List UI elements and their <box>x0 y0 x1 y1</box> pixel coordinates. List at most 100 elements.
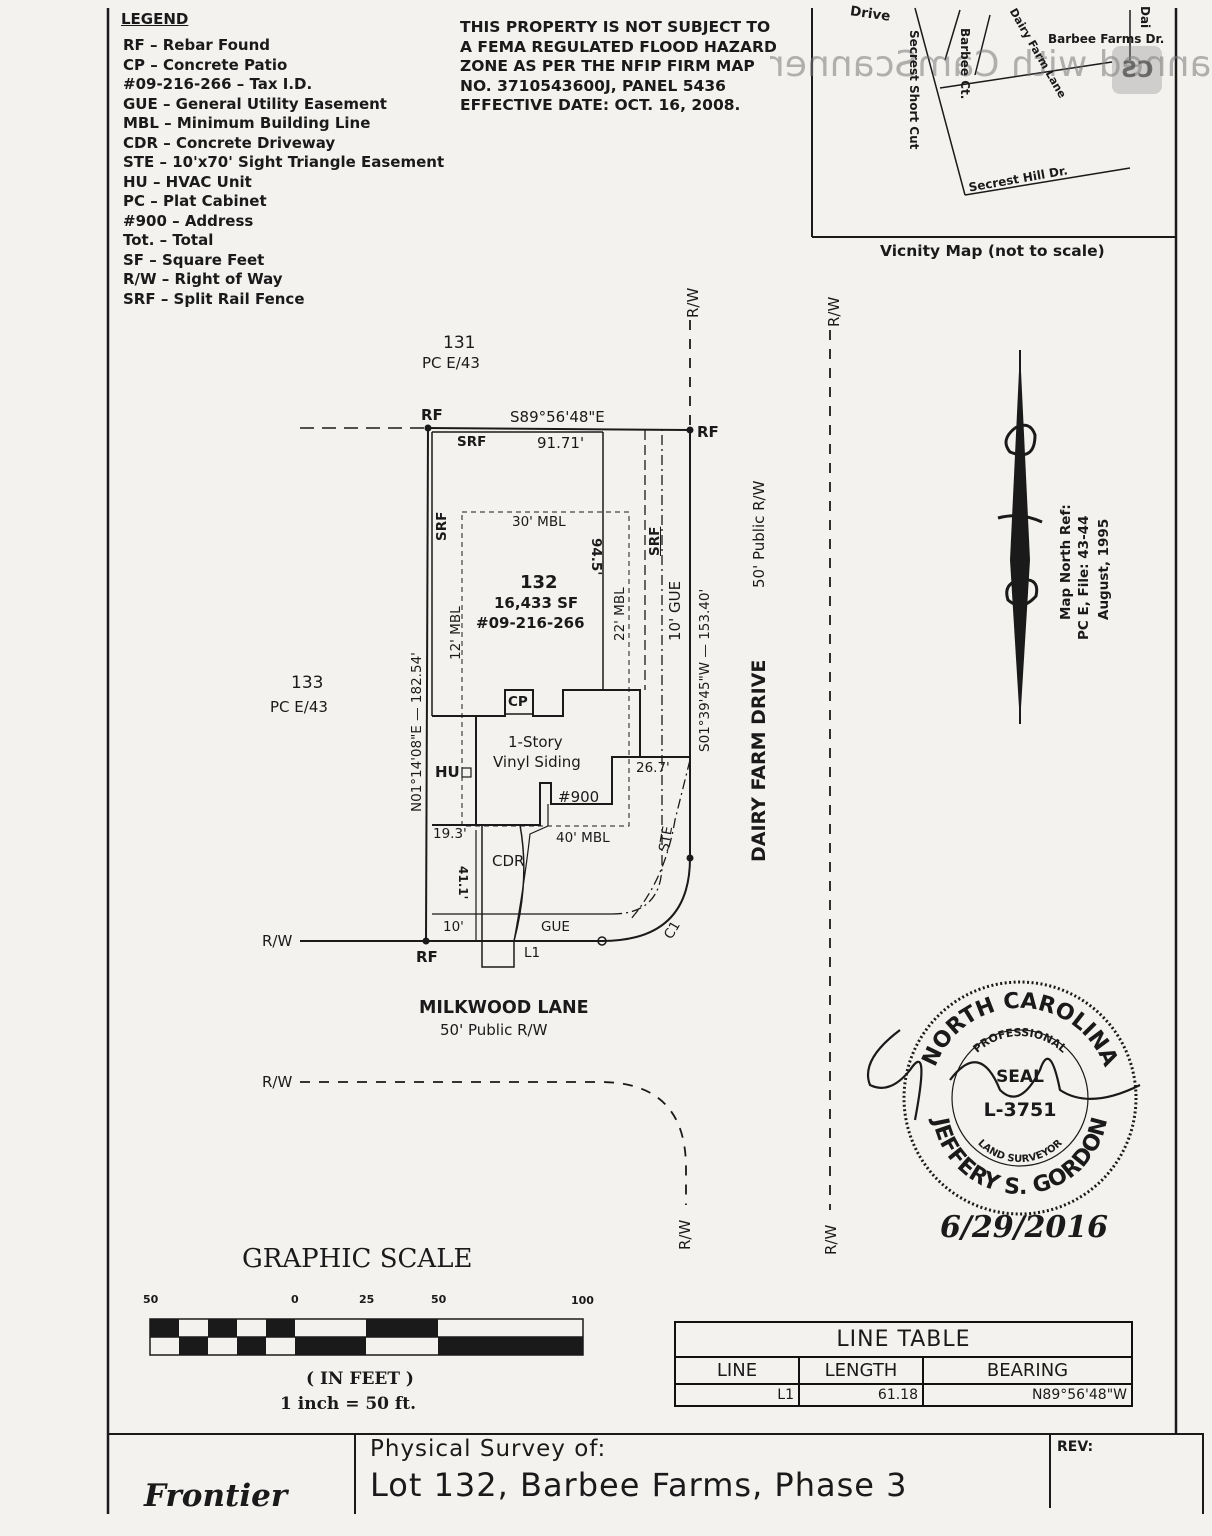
legend-title: LEGEND <box>121 10 189 28</box>
right-of-way-label: R/W <box>262 1073 293 1091</box>
street-rw-east: 50' Public R/W <box>750 480 768 588</box>
mbl-40-label: 40' MBL <box>556 830 610 846</box>
rebar-found-sw: RF <box>416 948 438 966</box>
vicinity-map <box>811 7 1176 238</box>
house-footprint <box>432 689 690 826</box>
graphic-scale-bar <box>149 1318 584 1356</box>
legend-item: GUE – General Utility Easement <box>123 94 387 113</box>
legend-item: SF – Square Feet <box>123 250 265 269</box>
scale-tick: 50 <box>431 1293 447 1306</box>
survey-type-label: Physical Survey of: <box>370 1436 607 1462</box>
right-of-way-label: R/W <box>822 1224 840 1255</box>
north-arrow <box>997 350 1043 724</box>
surveyor-signature <box>866 1029 1141 1121</box>
svg-text:LAND SURVEYOR: LAND SURVEYOR <box>975 1138 1064 1165</box>
flood-note-line: ZONE AS PER THE NFIP FIRM MAP <box>460 57 755 75</box>
legend-item: #900 – Address <box>123 211 254 230</box>
surveyor-seal: NORTH CAROLINA JEFFERY S. GORDON PROFESS… <box>902 980 1138 1216</box>
scale-tick: 25 <box>359 1293 375 1306</box>
mbl-22-label: 22' MBL <box>612 587 628 641</box>
vicinity-map-caption: Vicnity Map (not to scale) <box>880 242 1105 260</box>
right-of-way-label: R/W <box>684 287 702 318</box>
gue-south-label: GUE <box>541 919 570 935</box>
revision-label: REV: <box>1057 1439 1094 1455</box>
address-label: #900 <box>558 788 600 806</box>
legend-item: SRF – Split Rail Fence <box>123 289 305 308</box>
dimension-label: 26.7' <box>636 760 670 776</box>
scale-tick: 0 <box>291 1293 299 1306</box>
street-name-south: MILKWOOD LANE <box>419 998 589 1018</box>
lot-area: 16,433 SF <box>494 594 579 612</box>
scale-units: ( IN FEET ) <box>306 1369 414 1389</box>
flood-note-line: NO. 3710543600J, PANEL 5436 <box>460 76 726 95</box>
rebar-found-ne: RF <box>697 423 719 441</box>
line-table-cell: 61.18 <box>798 1383 924 1407</box>
split-rail-fence-label: SRF <box>434 511 450 541</box>
lot-131-plat: PC E/43 <box>422 354 480 372</box>
camscanner-logo-icon: CS <box>1112 46 1162 94</box>
street-name-east: DAIRY FARM DRIVE <box>748 659 770 862</box>
legend-item: STE – 10'x70' Sight Triangle Easement <box>123 153 445 171</box>
flood-note-line: A FEMA REGULATED FLOOD HAZARD <box>460 37 777 56</box>
split-rail-fence-label: SRF <box>457 434 487 450</box>
legend-item: HU – HVAC Unit <box>123 172 252 191</box>
right-of-way-label: R/W <box>676 1219 694 1250</box>
line-table-cell: L1 <box>674 1383 800 1407</box>
east-line-call: S01°39'45"W — 153.40' <box>697 588 713 752</box>
north-line-bearing: S89°56'48"E <box>510 408 605 426</box>
hvac-unit-label: HU <box>435 763 460 781</box>
flood-note: THIS PROPERTY IS NOT SUBJECT TO A FEMA R… <box>460 18 777 116</box>
vicinity-road-label: Dai <box>1138 6 1152 29</box>
lot-131-number: 131 <box>443 333 476 353</box>
legend-item: Tot. – Total <box>123 231 214 249</box>
line-label: L1 <box>524 945 541 961</box>
concrete-patio-label: CP <box>508 694 528 710</box>
house-label: 1-Story <box>508 733 563 751</box>
gue-east-label: 10' GUE <box>666 580 684 641</box>
mbl-12-label: 12' MBL <box>448 606 464 660</box>
dimension-label: 19.3' <box>433 826 467 842</box>
legend-item: PC – Plat Cabinet <box>123 192 267 210</box>
legend-item: CP – Concrete Patio <box>123 55 288 74</box>
legend-item: RF – Rebar Found <box>123 36 270 54</box>
scale-tick: 50 <box>143 1293 159 1306</box>
legend-list: RF – Rebar Found CP – Concrete Patio #09… <box>123 36 444 309</box>
scale-tick: 100 <box>571 1294 594 1307</box>
line-table-header: LENGTH <box>798 1356 924 1385</box>
legend-item: #09-216-266 – Tax I.D. <box>123 75 313 93</box>
dimension-label: 94.5' <box>588 538 604 576</box>
line-table-header: LINE <box>674 1356 800 1385</box>
line-table: LINE TABLE LINE LENGTH BEARING L1 61.18 … <box>674 1321 1133 1407</box>
vicinity-road-label: Barbee Ct. <box>958 28 972 100</box>
north-ref-line: Map North Ref: <box>1058 504 1074 620</box>
lot-133-number: 133 <box>291 673 324 693</box>
split-rail-fence-label: SRF <box>647 526 663 556</box>
company-name: Frontier <box>144 1478 288 1514</box>
vicinity-road-label: Barbee Farms Dr. <box>1048 32 1165 46</box>
west-line-call: N01°14'08"E — 182.54' <box>409 652 425 812</box>
mbl-30-label: 30' MBL <box>512 514 566 530</box>
table-row: L1 61.18 N89°56'48"W <box>674 1383 1133 1407</box>
lot-tax-id: #09-216-266 <box>476 614 585 632</box>
house-label: Vinyl Siding <box>493 753 581 771</box>
signature-date: 6/29/2016 <box>940 1210 1109 1245</box>
line-table-cell: N89°56'48"W <box>922 1383 1133 1407</box>
dimension-label: 41.1' <box>456 866 470 900</box>
lot-133-plat: PC E/43 <box>270 698 328 716</box>
seal-word: SEAL <box>996 1067 1044 1087</box>
right-of-way-label: R/W <box>262 932 293 950</box>
svg-text:PROFESSIONAL: PROFESSIONAL <box>971 1026 1070 1056</box>
legend-item: CDR – Concrete Driveway <box>123 133 336 152</box>
legend-item: R/W – Right of Way <box>123 270 283 288</box>
gue-south-width: 10' <box>443 919 464 935</box>
north-ref-line: August, 1995 <box>1096 518 1112 620</box>
legend-item: MBL – Minimum Building Line <box>123 114 371 132</box>
flood-note-line: THIS PROPERTY IS NOT SUBJECT TO <box>460 18 771 36</box>
survey-lot-title: Lot 132, Barbee Farms, Phase 3 <box>370 1466 908 1504</box>
concrete-driveway-label: CDR <box>492 852 525 870</box>
lot-number: 132 <box>520 572 558 593</box>
seal-license: L-3751 <box>984 1099 1057 1121</box>
right-of-way-label: R/W <box>825 296 843 327</box>
vicinity-road-label: Secrest Short Cut <box>907 30 921 150</box>
north-line-distance: 91.71' <box>537 434 585 452</box>
